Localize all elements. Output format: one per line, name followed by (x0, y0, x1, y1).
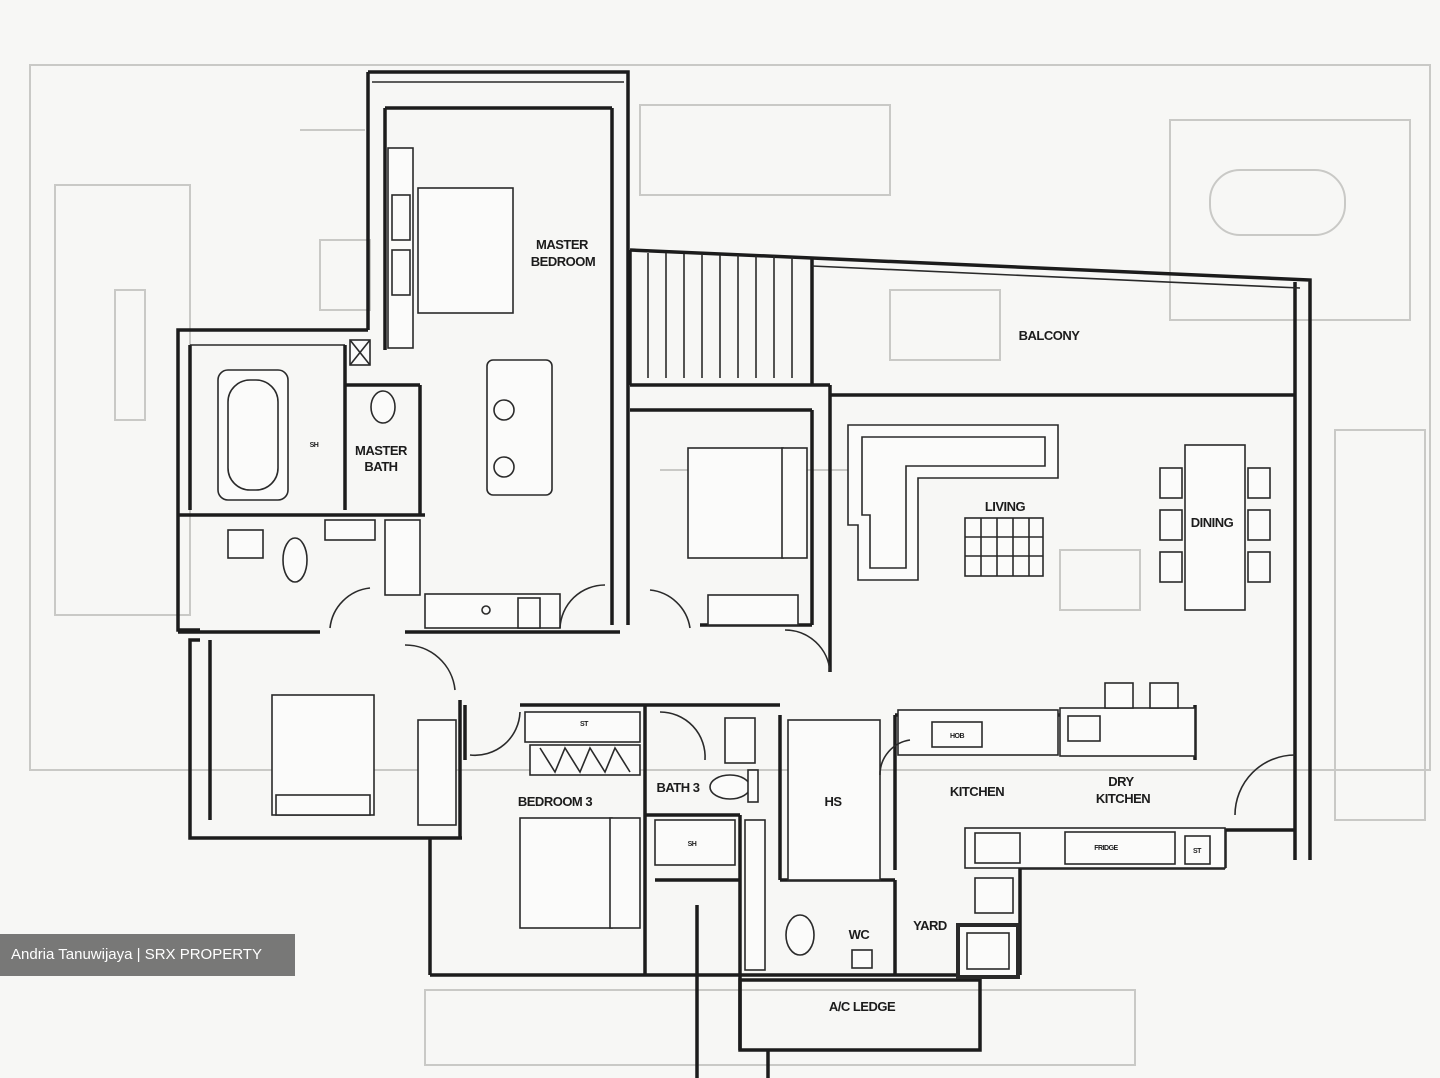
bedroom1-bed (687, 447, 784, 559)
dining-table (1184, 444, 1246, 611)
label-living: LIVING (985, 499, 1026, 514)
label-wc: WC (849, 927, 871, 942)
furniture (217, 147, 1296, 979)
balcony-railing (647, 253, 1301, 378)
label-dining: DINING (1191, 515, 1234, 530)
rug (964, 517, 1044, 577)
fixture-labels: SH SH ST ST HOB FRIDGE (310, 442, 1203, 855)
label-master-bath-1: MASTER (355, 443, 408, 458)
label-yard: YARD (913, 918, 947, 933)
sofa (847, 424, 1059, 581)
label-storage: ST (580, 721, 589, 728)
label-master-bedroom-2: BEDROOM (531, 254, 595, 269)
fridge (1064, 831, 1176, 865)
label-hob: HOB (950, 733, 965, 740)
watermark-credit: Andria Tanuwijaya | SRX PROPERTY (0, 934, 295, 976)
label-hs: HS (824, 794, 842, 809)
bedroom3-bed (519, 817, 613, 929)
label-ac-ledge: A/C LEDGE (829, 999, 896, 1014)
label-fridge: FRIDGE (1094, 845, 1118, 852)
label-dry-kitchen-2: KITCHEN (1096, 791, 1150, 806)
label-balcony: BALCONY (1019, 328, 1081, 343)
label-dry-kitchen-1: DRY (1108, 774, 1134, 789)
master-wardrobe (387, 147, 414, 349)
label-master-bath-2: BATH (364, 459, 397, 474)
master-bed (417, 187, 514, 314)
label-storage-kitchen: ST (1193, 848, 1202, 855)
label-shower-bath3: SH (688, 841, 697, 848)
room-labels: MASTER BEDROOM MASTER BATH BALCONY LIVIN… (355, 237, 1234, 1014)
label-bath-3: BATH 3 (657, 780, 700, 795)
label-shower-master: SH (310, 442, 319, 449)
label-bedroom-3: BEDROOM 3 (518, 794, 593, 809)
label-kitchen: KITCHEN (950, 784, 1004, 799)
background-ghost-lines (29, 64, 1431, 1066)
label-master-bedroom-1: MASTER (536, 237, 589, 252)
hob (931, 721, 983, 748)
